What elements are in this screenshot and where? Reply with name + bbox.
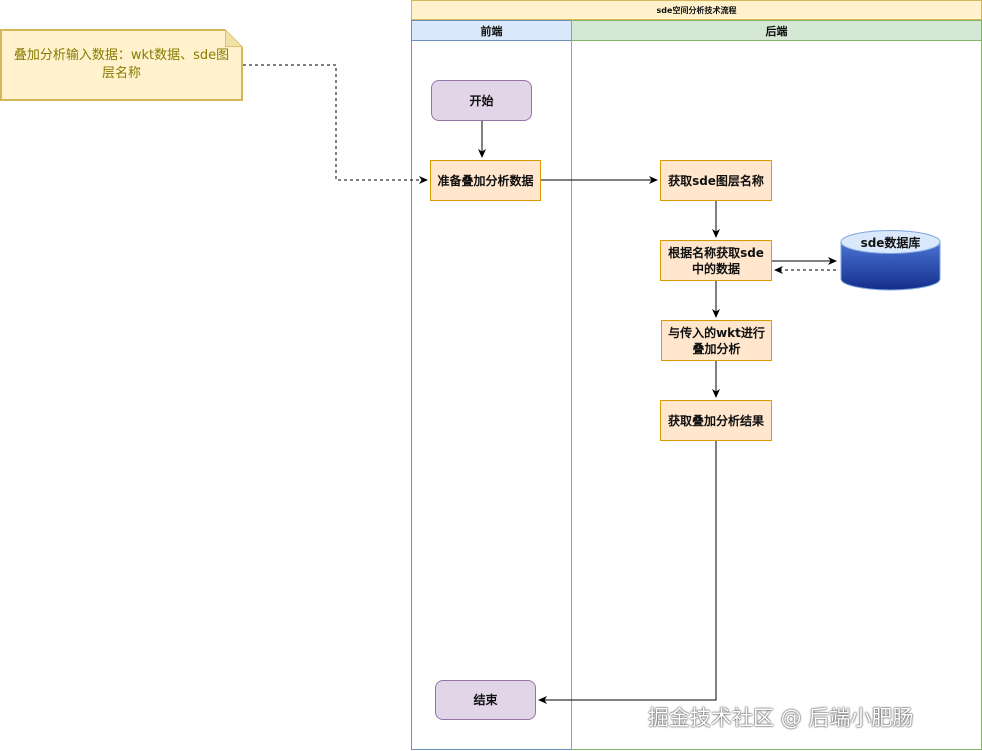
node-end-label: 结束 <box>473 693 498 707</box>
input-note[interactable]: 叠加分析输入数据：wkt数据、sde图层名称 <box>0 29 243 101</box>
node-prepare-data-label: 准备叠加分析数据 <box>437 173 534 188</box>
note-fold-icon <box>225 29 243 47</box>
node-start[interactable]: 开始 <box>431 80 532 121</box>
watermark-text: 掘金技术社区 @ 后端小肥肠 <box>648 706 914 730</box>
node-get-result-label: 获取叠加分析结果 <box>667 413 764 428</box>
swimlane-pool <box>411 0 982 750</box>
node-overlay-analysis-label: 与传入的wkt进行叠加分析 <box>668 325 765 356</box>
diagram-title[interactable]: sde空间分析技术流程 <box>411 0 982 20</box>
lane-frontend-body <box>411 40 572 750</box>
node-prepare-data[interactable]: 准备叠加分析数据 <box>430 160 541 201</box>
database-cylinder-icon[interactable] <box>840 229 941 291</box>
input-note-text: 叠加分析输入数据：wkt数据、sde图层名称 <box>13 48 230 81</box>
database-label: sde数据库 <box>860 235 921 250</box>
node-get-sde-data-label: 根据名称获取sde中的数据 <box>668 245 764 276</box>
edge-note-to-prepare <box>243 64 428 184</box>
node-end[interactable]: 结束 <box>435 680 536 720</box>
lane-frontend-header[interactable]: 前端 <box>411 20 572 41</box>
node-start-label: 开始 <box>469 93 494 108</box>
edge-result-to-end <box>538 441 717 704</box>
lane-backend-header[interactable]: 后端 <box>571 20 982 41</box>
node-get-sde-layer[interactable]: 获取sde图层名称 <box>660 160 772 201</box>
node-get-result[interactable]: 获取叠加分析结果 <box>660 400 772 441</box>
node-get-sde-layer-label: 获取sde图层名称 <box>668 173 764 188</box>
node-get-sde-data[interactable]: 根据名称获取sde中的数据 <box>660 240 772 281</box>
node-overlay-analysis[interactable]: 与传入的wkt进行叠加分析 <box>661 320 772 361</box>
